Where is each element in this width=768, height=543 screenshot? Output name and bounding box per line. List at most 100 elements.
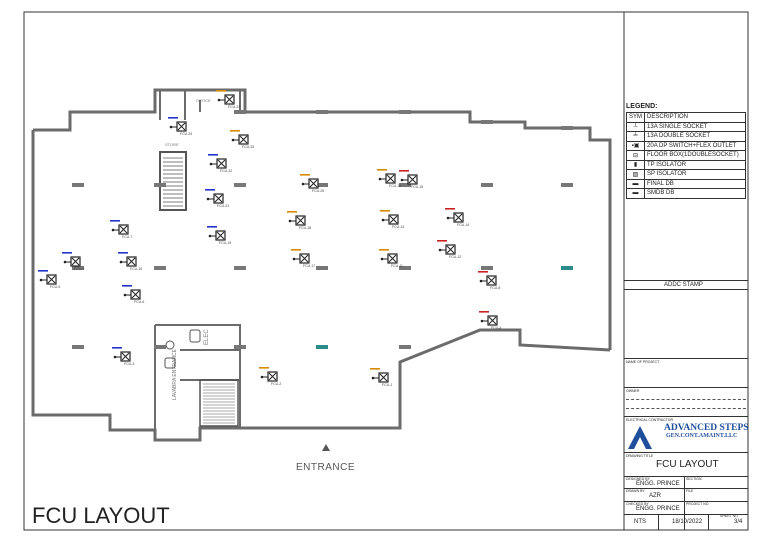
- date: 18/10/2022: [672, 519, 703, 525]
- fcu-tag-label: FCU-12: [449, 255, 461, 259]
- fcu-tag-mark: [377, 169, 387, 171]
- fcu-dot: [380, 257, 384, 261]
- fcu-dot: [480, 319, 484, 323]
- fcu-dot: [119, 260, 123, 264]
- fcu-tag-label: FCU-19: [219, 241, 231, 245]
- fcu-tag-label: FCU-9: [74, 267, 84, 271]
- fcu-unit: FCU-19: [207, 226, 231, 245]
- fcu-cross: [214, 194, 223, 203]
- fcu-tag-label: FCU-14: [457, 223, 469, 227]
- column: [72, 183, 84, 187]
- fcu-dot: [63, 260, 67, 264]
- fcu-tag-label: FCU-24: [180, 132, 192, 136]
- fcu-cross: [71, 257, 80, 266]
- smdb-icon: ▬: [632, 190, 639, 197]
- fcu-tag-label: FCU-22: [220, 169, 232, 173]
- fcu-dot: [288, 219, 292, 223]
- fcu-tag-mark: [399, 170, 409, 172]
- fcu-unit: FCU-24: [168, 117, 192, 136]
- fcu-dot: [371, 376, 375, 380]
- fcu-cross: [216, 231, 225, 240]
- fcu-tag-mark: [437, 240, 447, 242]
- outer-wall-east: [31, 130, 611, 442]
- sheet: 3/4: [734, 519, 743, 525]
- fcu-dot: [113, 355, 117, 359]
- checked-by: ENGG. PRINCE: [636, 506, 680, 512]
- fcu-cross: [454, 213, 463, 222]
- outer-wall-north: [33, 88, 612, 350]
- legend-desc: TP ISOLATOR: [644, 159, 746, 170]
- sp-isolator-icon: ▧: [632, 171, 639, 178]
- fcu-tag-label: FCU-20: [312, 189, 324, 193]
- fcu-dot: [209, 162, 213, 166]
- legend-header-row: SYM DESCRIPTION: [625, 112, 746, 123]
- fcu-tag-mark: [62, 252, 72, 254]
- fcu-tag-mark: [291, 249, 301, 251]
- column: [72, 345, 84, 349]
- fcu-dot: [446, 216, 450, 220]
- column: [154, 345, 166, 349]
- column: [561, 183, 573, 187]
- fcu-tag-label: FCU-5: [50, 285, 60, 289]
- columns: [72, 110, 573, 349]
- fcu-cross: [309, 179, 318, 188]
- fcu-tag-mark: [110, 220, 120, 222]
- legend-desc: 13A DOUBLE SOCKET: [644, 131, 746, 142]
- fcu-dot: [217, 98, 221, 102]
- project-label: NAME OF PROJECT: [626, 360, 660, 364]
- fcu-dot: [123, 293, 127, 297]
- fcu-cross: [121, 352, 130, 361]
- fcu-dot: [381, 218, 385, 222]
- fcu-tag-label: FCU-1: [382, 383, 392, 387]
- fcu-cross: [488, 316, 497, 325]
- fcu-tag-label: FCU-17: [303, 264, 315, 268]
- fcu-unit: FCU-22: [208, 154, 232, 173]
- column: [481, 183, 493, 187]
- fcu-tag-mark: [205, 189, 215, 191]
- fcu-cross: [131, 290, 140, 299]
- floor-plan: [31, 88, 612, 442]
- room-label-office: OFFICE: [196, 98, 211, 103]
- fcu-tag-label: FCU-3: [124, 362, 134, 366]
- column: [399, 266, 411, 270]
- company-name: ADVANCED STEPS: [664, 423, 749, 433]
- column: [399, 110, 411, 114]
- column: [316, 110, 328, 114]
- column: [234, 345, 246, 349]
- legend-row: ▬SMDB DB: [625, 188, 746, 199]
- fcu-unit: FCU-20: [300, 174, 324, 193]
- company-subtitle: GEN.CONT.AMAINT.LLC: [666, 433, 738, 439]
- legend-row: ▬FINAL DB: [625, 178, 746, 189]
- legend-row: ⊟FLOOR BOX(1DOUBLESOCKET): [625, 150, 746, 161]
- column: [234, 183, 246, 187]
- company-logo: [628, 426, 652, 449]
- fcu-dot: [206, 197, 210, 201]
- room-label-elec: ELEC: [204, 329, 210, 345]
- fcu-unit: FCU-7: [110, 220, 132, 239]
- legend-row: ┴13A SINGLE SOCKET: [625, 121, 746, 132]
- fcu-tag-mark: [445, 208, 455, 210]
- fcu-cross: [177, 122, 186, 131]
- fcu-cross: [379, 373, 388, 382]
- fcu-tag-label: FCU-10: [130, 267, 142, 271]
- fcu-dot: [169, 125, 173, 129]
- entrance-arrow-icon: [322, 444, 330, 451]
- page-title: FCU LAYOUT: [32, 503, 170, 528]
- fcu-tag-label: FCU-6: [134, 300, 144, 304]
- legend-table: SYM DESCRIPTION ┴13A SINGLE SOCKET ╧13A …: [625, 112, 746, 199]
- toilet-fixtures: [164, 329, 201, 369]
- column: [561, 266, 573, 270]
- fcu-dot: [39, 278, 43, 282]
- column: [316, 266, 328, 270]
- fcu-dot: [301, 182, 305, 186]
- fcu-unit: FCU-21: [205, 189, 229, 208]
- stair-north: [159, 151, 187, 211]
- drawing-title-label: DRAWING TITLE: [626, 454, 654, 458]
- fcu-cross: [268, 372, 277, 381]
- fcu-dot: [400, 178, 404, 182]
- fcu-unit: FCU-6: [122, 285, 144, 304]
- fcu-cross: [217, 159, 226, 168]
- legend-title: LEGEND:: [626, 103, 658, 110]
- fcu-cross: [300, 254, 309, 263]
- column: [481, 266, 493, 270]
